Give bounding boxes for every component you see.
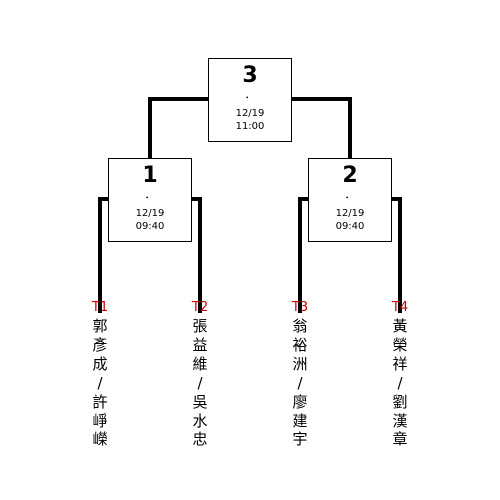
match-separator: ． bbox=[344, 188, 356, 201]
team-name-char: 黃 bbox=[392, 317, 408, 335]
bracket-line-m2-right-h bbox=[391, 197, 402, 201]
team-name-char: 榮 bbox=[392, 335, 408, 354]
match-number: 2 bbox=[342, 163, 358, 188]
team-name-char: 祥 bbox=[392, 354, 408, 373]
team-name-char: 彥 bbox=[92, 335, 108, 354]
team-name-char: 許 bbox=[92, 392, 108, 411]
team-id: T3 bbox=[291, 300, 309, 315]
team-name-char: 忠 bbox=[192, 430, 208, 449]
team-name-char: / bbox=[397, 373, 403, 392]
team-name-char: 漢 bbox=[392, 411, 408, 430]
team-name-char: 維 bbox=[192, 354, 208, 373]
bracket-line-m1-left-h bbox=[98, 197, 109, 201]
team-t2[interactable]: T2 張益維/吳水忠 bbox=[185, 299, 215, 449]
team-name-char: / bbox=[197, 373, 203, 392]
team-name-char: 章 bbox=[392, 430, 408, 449]
team-name-char: 水 bbox=[192, 411, 208, 430]
match-date: 12/19 bbox=[335, 208, 365, 219]
bracket-line-m1-left-v bbox=[98, 197, 102, 313]
bracket-line-final-left-h bbox=[148, 97, 209, 101]
match-separator: ． bbox=[144, 188, 156, 201]
match-number: 1 bbox=[142, 163, 158, 188]
bracket-line-final-right-h bbox=[291, 97, 352, 101]
match-box-2[interactable]: 2 ． 12/19 09:40 bbox=[308, 158, 392, 242]
bracket-line-m2-right-v bbox=[398, 197, 402, 313]
match-time: 09:40 bbox=[135, 221, 165, 232]
bracket-line-final-right-v bbox=[348, 97, 352, 159]
team-id: T1 bbox=[91, 300, 109, 315]
match-separator: ． bbox=[244, 88, 256, 101]
team-name-char: 吳 bbox=[192, 392, 208, 411]
team-name-char: 廖 bbox=[292, 392, 308, 411]
team-name-char: 嶸 bbox=[92, 430, 108, 449]
team-player-names: 郭彥成/許崢嶸 bbox=[85, 317, 115, 449]
match-box-1[interactable]: 1 ． 12/19 09:40 bbox=[108, 158, 192, 242]
team-name-char: / bbox=[297, 373, 303, 392]
team-player-names: 張益維/吳水忠 bbox=[185, 317, 215, 449]
team-name-char: 宇 bbox=[292, 430, 308, 449]
team-name-char: 建 bbox=[292, 411, 308, 430]
team-name-char: 益 bbox=[192, 335, 208, 354]
team-t4[interactable]: T4 黃榮祥/劉漢章 bbox=[385, 299, 415, 449]
team-name-char: 張 bbox=[192, 317, 208, 335]
team-name-char: 洲 bbox=[292, 354, 308, 373]
bracket-line-m2-left-h bbox=[298, 197, 309, 201]
match-number: 3 bbox=[242, 63, 258, 88]
match-box-final[interactable]: 3 ． 12/19 11:00 bbox=[208, 58, 292, 142]
team-t1[interactable]: T1 郭彥成/許崢嶸 bbox=[85, 299, 115, 449]
team-player-names: 黃榮祥/劉漢章 bbox=[385, 317, 415, 449]
team-name-char: 裕 bbox=[292, 335, 308, 354]
team-name-char: / bbox=[97, 373, 103, 392]
match-date: 12/19 bbox=[135, 208, 165, 219]
match-date: 12/19 bbox=[235, 108, 265, 119]
team-name-char: 崢 bbox=[92, 411, 108, 430]
bracket-line-m1-right-h bbox=[191, 197, 202, 201]
bracket-line-final-left-v bbox=[148, 97, 152, 159]
match-time: 09:40 bbox=[335, 221, 365, 232]
team-id: T4 bbox=[391, 300, 409, 315]
team-name-char: 劉 bbox=[392, 392, 408, 411]
bracket-line-m1-right-v bbox=[198, 197, 202, 313]
bracket-line-m2-left-v bbox=[298, 197, 302, 313]
team-name-char: 郭 bbox=[92, 317, 108, 335]
team-id: T2 bbox=[191, 300, 209, 315]
team-t3[interactable]: T3 翁裕洲/廖建宇 bbox=[285, 299, 315, 449]
team-name-char: 成 bbox=[92, 354, 108, 373]
team-name-char: 翁 bbox=[292, 317, 308, 335]
match-time: 11:00 bbox=[235, 121, 265, 132]
team-player-names: 翁裕洲/廖建宇 bbox=[285, 317, 315, 449]
